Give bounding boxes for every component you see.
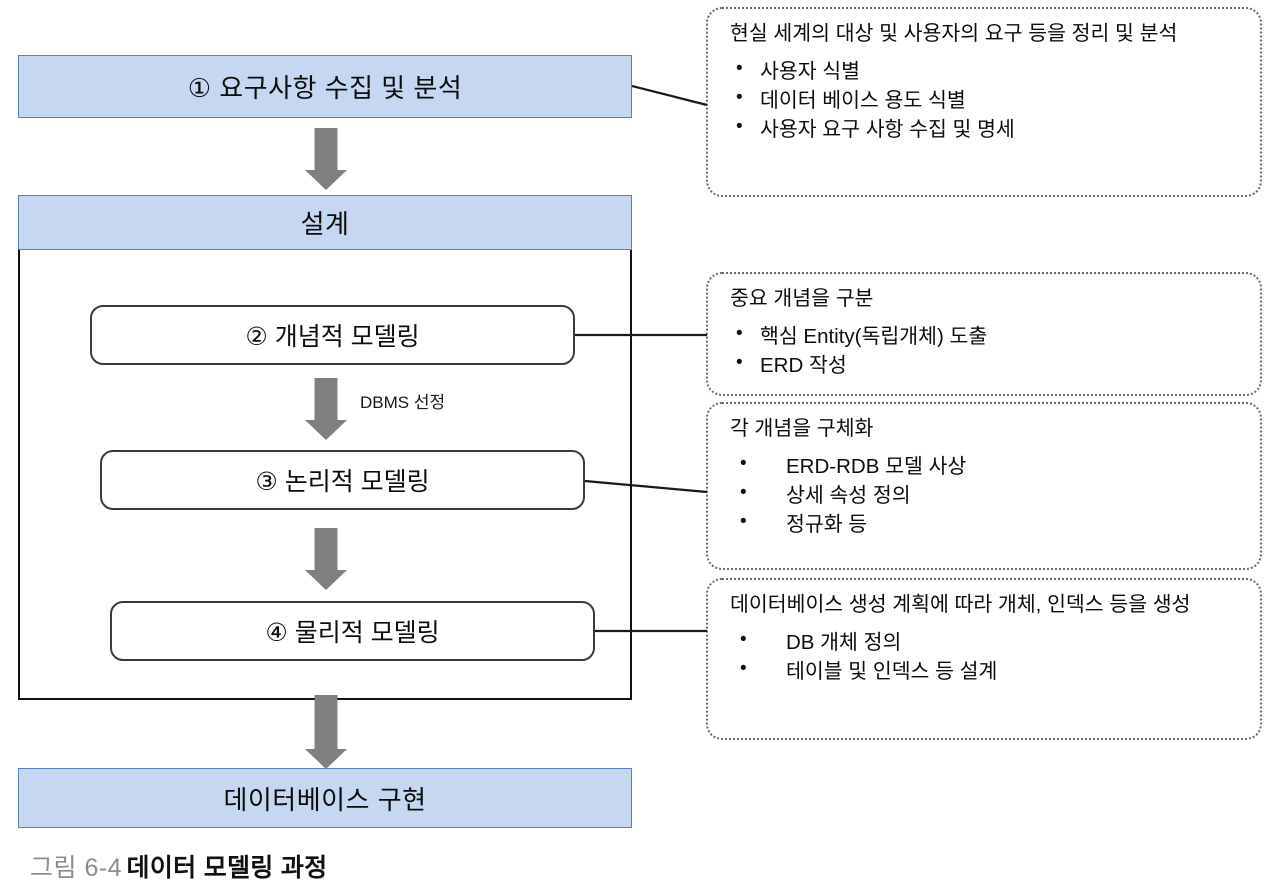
arrow-conceptual-to-logical bbox=[305, 378, 347, 440]
connector-step1-callout1 bbox=[631, 84, 708, 107]
figure-title: 데이터 모델링 과정 bbox=[126, 854, 328, 882]
arrow-requirements-to-design bbox=[305, 128, 347, 190]
stage-box-requirements-label: ① 요구사항 수집 및 분석 bbox=[187, 73, 463, 103]
arrow-logical-to-physical bbox=[305, 528, 347, 590]
callout-requirements: 현실 세계의 대상 및 사용자의 요구 등을 정리 및 분석 사용자 식별 데이… bbox=[706, 7, 1262, 197]
list-item: 데이터 베이스 용도 식별 bbox=[730, 85, 1244, 115]
process-box-physical-modeling[interactable]: ④ 물리적 모델링 bbox=[110, 601, 595, 661]
figure-number: 그림 6-4 bbox=[30, 854, 123, 882]
list-item: ERD-RDB 모델 사상 bbox=[730, 451, 1244, 481]
stage-box-implementation-label: 데이터베이스 구현 bbox=[223, 784, 427, 815]
figure-caption: 그림 6-4 데이터 모델링 과정 bbox=[30, 848, 327, 884]
stage-box-design-header[interactable]: 설계 bbox=[18, 195, 632, 250]
callout-physical: 데이터베이스 생성 계획에 따라 개체, 인덱스 등을 생성 DB 개체 정의 … bbox=[706, 578, 1262, 740]
callout-requirements-list: 사용자 식별 데이터 베이스 용도 식별 사용자 요구 사항 수집 및 명세 bbox=[730, 56, 1244, 144]
list-item: 정규화 등 bbox=[730, 509, 1244, 539]
callout-conceptual-headline: 중요 개념을 구분 bbox=[730, 287, 874, 310]
process-box-conceptual-modeling[interactable]: ② 개념적 모델링 bbox=[90, 305, 575, 365]
process-box-logical-modeling[interactable]: ③ 논리적 모델링 bbox=[100, 450, 585, 510]
process-box-logical-modeling-label: ③ 논리적 모델링 bbox=[255, 468, 430, 496]
callout-conceptual: 중요 개념을 구분 핵심 Entity(독립개체) 도출 ERD 작성 bbox=[706, 272, 1262, 396]
stage-box-implementation[interactable]: 데이터베이스 구현 bbox=[18, 768, 632, 828]
list-item: 핵심 Entity(독립개체) 도출 bbox=[730, 321, 1244, 351]
process-box-physical-modeling-label: ④ 물리적 모델링 bbox=[265, 619, 440, 647]
list-item: 테이블 및 인덱스 등 설계 bbox=[730, 656, 1244, 686]
stage-box-design-label: 설계 bbox=[300, 209, 350, 239]
callout-logical-headline: 각 개념을 구체화 bbox=[730, 417, 874, 440]
list-item: 사용자 식별 bbox=[730, 56, 1244, 86]
stage-box-requirements[interactable]: ① 요구사항 수집 및 분석 bbox=[18, 55, 632, 118]
callout-requirements-headline: 현실 세계의 대상 및 사용자의 요구 등을 정리 및 분석 bbox=[730, 22, 1178, 45]
process-box-conceptual-modeling-label: ② 개념적 모델링 bbox=[245, 323, 420, 351]
transition-label-dbms: DBMS 선정 bbox=[360, 393, 446, 412]
callout-physical-list: DB 개체 정의 테이블 및 인덱스 등 설계 bbox=[730, 627, 1244, 686]
callout-logical-list: ERD-RDB 모델 사상 상세 속성 정의 정규화 등 bbox=[730, 451, 1244, 539]
list-item: ERD 작성 bbox=[730, 350, 1244, 380]
list-item: 상세 속성 정의 bbox=[730, 480, 1244, 510]
list-item: 사용자 요구 사항 수집 및 명세 bbox=[730, 114, 1244, 144]
callout-logical: 각 개념을 구체화 ERD-RDB 모델 사상 상세 속성 정의 정규화 등 bbox=[706, 402, 1262, 570]
callout-physical-headline: 데이터베이스 생성 계획에 따라 개체, 인덱스 등을 생성 bbox=[730, 593, 1191, 616]
list-item: DB 개체 정의 bbox=[730, 627, 1244, 657]
arrow-design-to-implementation bbox=[305, 695, 347, 769]
callout-conceptual-list: 핵심 Entity(독립개체) 도출 ERD 작성 bbox=[730, 321, 1244, 380]
